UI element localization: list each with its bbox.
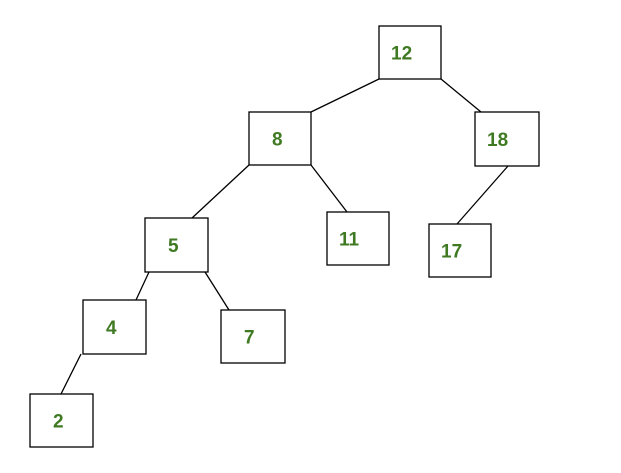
node-box bbox=[144, 217, 209, 273]
node-label: 7 bbox=[244, 328, 255, 349]
node-label: 5 bbox=[168, 236, 179, 257]
tree-nodes: 12 8 18 5 11 17 4 7 2 bbox=[29, 25, 540, 448]
tree-node-12: 12 bbox=[378, 25, 442, 80]
node-label: 11 bbox=[339, 230, 360, 251]
node-label: 2 bbox=[53, 412, 64, 433]
edge-5-to-4 bbox=[135, 271, 150, 301]
tree-node-17: 17 bbox=[428, 223, 492, 278]
node-box bbox=[474, 111, 540, 167]
node-label: 12 bbox=[391, 44, 412, 65]
node-label: 8 bbox=[272, 130, 283, 151]
edge-8-to-5 bbox=[191, 164, 250, 219]
node-box bbox=[248, 111, 312, 166]
node-box bbox=[326, 211, 390, 266]
edge-8-to-11 bbox=[310, 164, 348, 213]
tree-node-7: 7 bbox=[220, 309, 286, 364]
tree-node-18: 18 bbox=[474, 111, 540, 167]
tree-node-5: 5 bbox=[144, 217, 209, 273]
node-label: 4 bbox=[106, 318, 117, 339]
node-label: 17 bbox=[441, 242, 462, 263]
node-box bbox=[378, 25, 442, 80]
edge-4-to-2 bbox=[60, 353, 82, 395]
tree-node-2: 2 bbox=[29, 393, 94, 448]
node-box bbox=[29, 393, 94, 448]
edge-5-to-7 bbox=[204, 271, 230, 311]
node-box bbox=[82, 299, 147, 355]
tree-node-8: 8 bbox=[248, 111, 312, 166]
tree-node-11: 11 bbox=[326, 211, 390, 266]
edge-12-to-18 bbox=[440, 78, 482, 113]
node-label: 18 bbox=[487, 130, 508, 151]
tree-node-4: 4 bbox=[82, 299, 147, 355]
edge-18-to-17 bbox=[456, 165, 509, 225]
edge-12-to-8 bbox=[310, 78, 380, 113]
tree-edges bbox=[60, 78, 509, 395]
node-box bbox=[428, 223, 492, 278]
node-box bbox=[220, 309, 286, 364]
